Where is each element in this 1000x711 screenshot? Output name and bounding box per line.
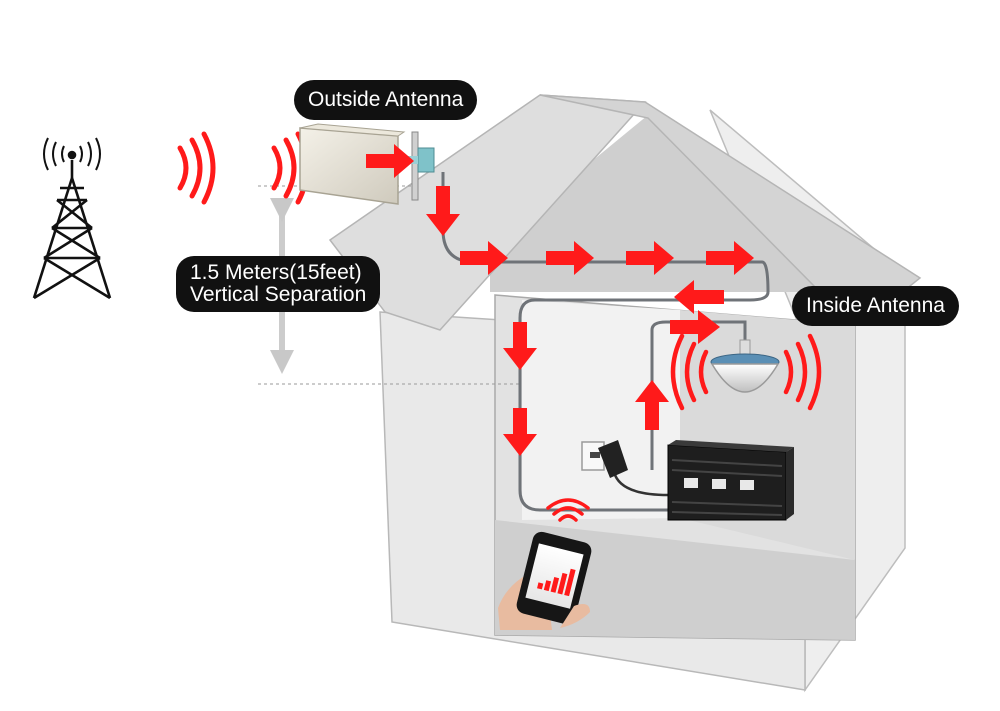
- panel-antenna-icon: [299, 123, 435, 205]
- signal-flow-arrows: [366, 144, 754, 456]
- smartphone-icon: [498, 531, 592, 630]
- phone-signal-waves: [546, 498, 590, 522]
- room-back-wall: [522, 300, 680, 520]
- coax-cable-indoor: [650, 320, 747, 470]
- flow-arrow: [626, 241, 674, 275]
- flow-arrow: [460, 241, 508, 275]
- flow-arrow: [503, 322, 537, 370]
- flow-arrow: [366, 144, 414, 178]
- separation-distance-text: 1.5 Meters(15feet): [190, 261, 362, 284]
- inside-antenna-waves: [670, 333, 822, 411]
- cell-tower-icon: [32, 137, 112, 300]
- separation-caption-text: Vertical Separation: [190, 283, 367, 307]
- flow-arrow: [503, 408, 537, 456]
- flow-arrow: [670, 310, 720, 344]
- room-side-wall: [680, 310, 855, 560]
- vertical-separation-label: 1.5 Meters(15feet) Vertical Separation: [176, 256, 381, 313]
- flow-arrow: [426, 186, 460, 236]
- power-cable: [612, 471, 669, 497]
- flow-arrow: [546, 241, 594, 275]
- power-adapter-icon: [590, 440, 628, 478]
- flow-arrow: [635, 380, 669, 430]
- signal-booster-icon: [667, 440, 794, 521]
- flow-arrow: [674, 280, 724, 314]
- flow-arrow: [706, 241, 754, 275]
- outside-antenna-label: Outside Antenna: [294, 80, 478, 120]
- tower-signal-waves: [177, 131, 310, 205]
- ceiling-antenna-icon: [710, 339, 780, 393]
- inside-antenna-label: Inside Antenna: [792, 286, 959, 326]
